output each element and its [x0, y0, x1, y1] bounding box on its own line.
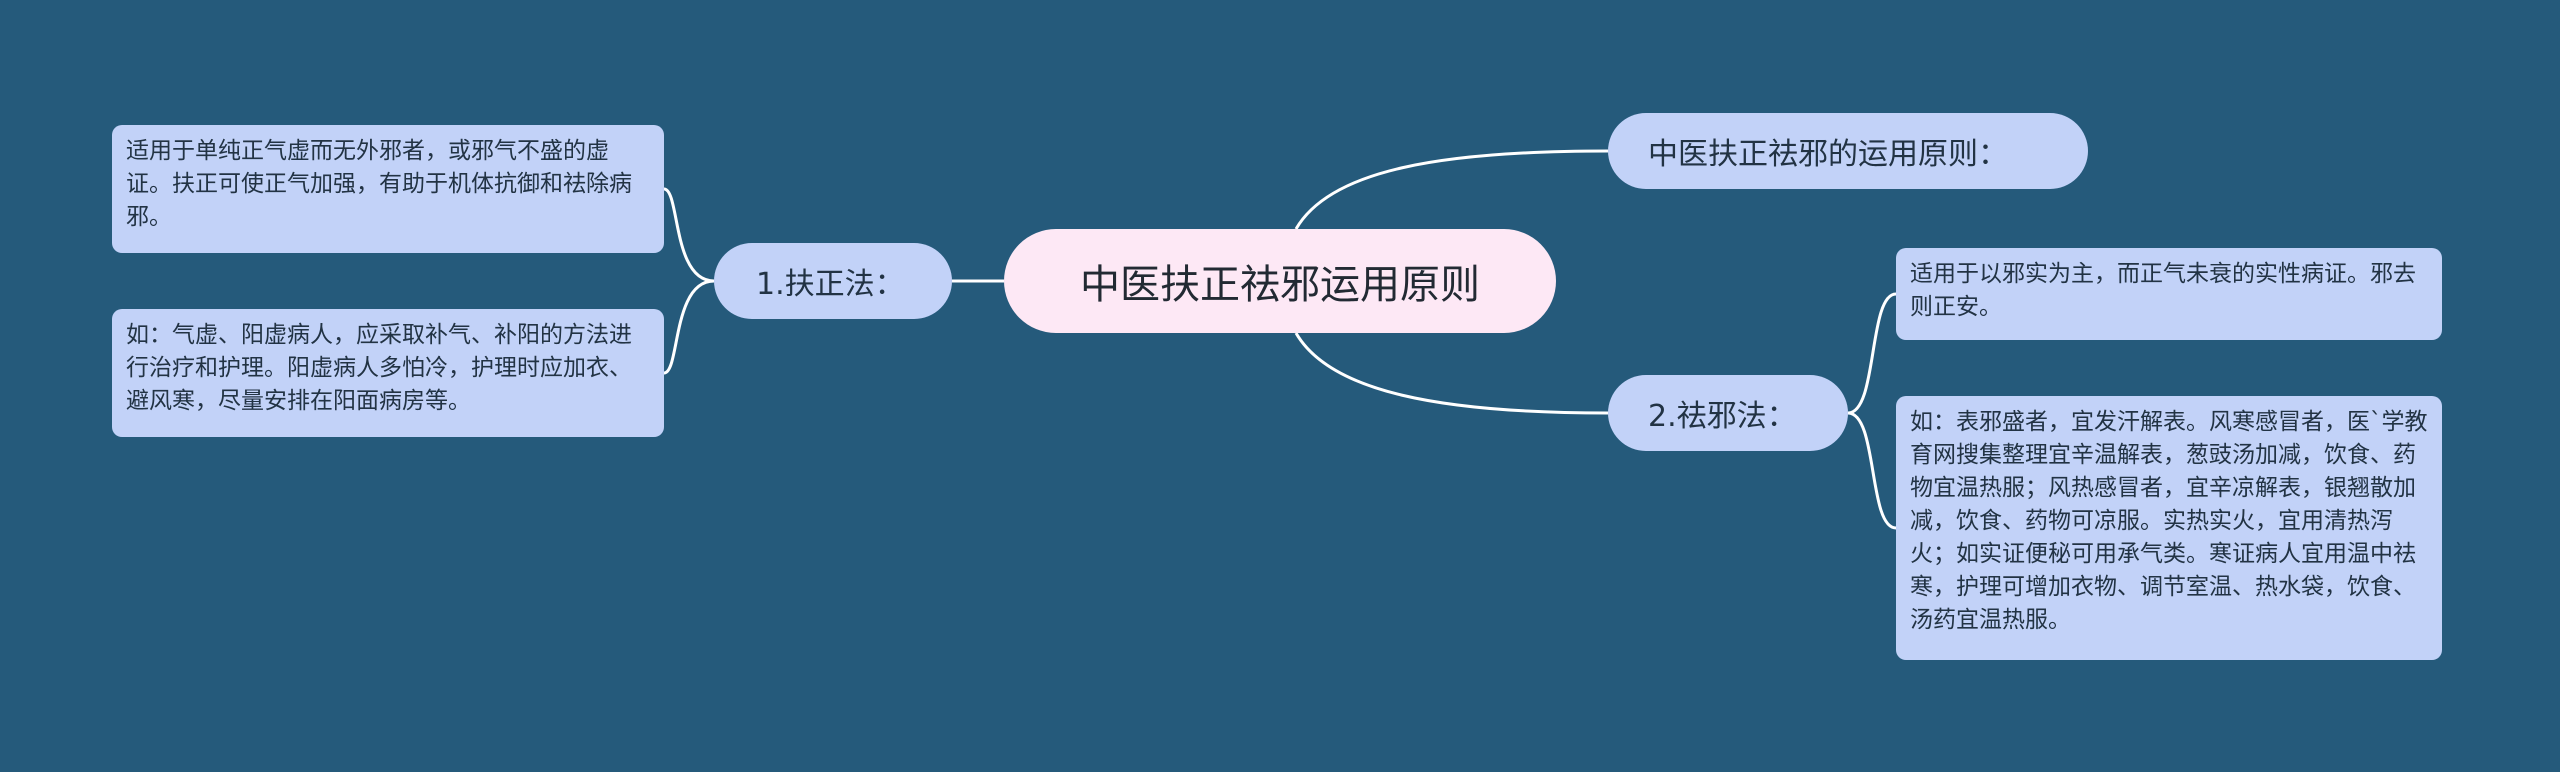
branch-quxie[interactable]: 2.祛邪法： — [1608, 375, 1848, 451]
branch-fuzheng[interactable]: 1.扶正法： — [714, 243, 952, 319]
branch-principles[interactable]: 中医扶正祛邪的运用原则： — [1608, 113, 2088, 189]
connector-root-to-principles — [1294, 149, 1609, 230]
leaf-quxie-example-text: 如：表邪盛者，宜发汗解表。风寒感冒者，医`学教育网搜集整理宜辛温解表，葱豉汤加减… — [1910, 409, 2428, 633]
leaf-fuzheng-indication-text: 适用于单纯正气虚而无外邪者，或邪气不盛的虚证。扶正可使正气加强，有助于机体抗御和… — [126, 138, 632, 230]
leaf-quxie-example[interactable]: 如：表邪盛者，宜发汗解表。风寒感冒者，医`学教育网搜集整理宜辛温解表，葱豉汤加减… — [1896, 396, 2442, 660]
connector-root-to-quxie — [1294, 332, 1609, 415]
connector-fuzheng-to-leaf2 — [663, 279, 715, 375]
root-topic[interactable]: 中医扶正祛邪运用原则 — [1004, 229, 1556, 333]
branch-principles-label: 中医扶正祛邪的运用原则： — [1648, 137, 2008, 172]
leaf-fuzheng-example-text: 如：气虚、阳虚病人，应采取补气、补阳的方法进行治疗和护理。阳虚病人多怕冷，护理时… — [126, 322, 632, 414]
leaf-fuzheng-example[interactable]: 如：气虚、阳虚病人，应采取补气、补阳的方法进行治疗和护理。阳虚病人多怕冷，护理时… — [112, 309, 664, 437]
branch-quxie-label: 2.祛邪法： — [1648, 399, 1797, 434]
connector-quxie-to-leaf4 — [1847, 411, 1897, 530]
root-topic-label: 中医扶正祛邪运用原则 — [1080, 262, 1480, 308]
leaf-quxie-indication[interactable]: 适用于以邪实为主，而正气未衰的实性病证。邪去则正安。 — [1896, 248, 2442, 340]
branch-fuzheng-label: 1.扶正法： — [756, 267, 905, 302]
connector-fuzheng-to-leaf1 — [663, 187, 715, 283]
leaf-fuzheng-indication[interactable]: 适用于单纯正气虚而无外邪者，或邪气不盛的虚证。扶正可使正气加强，有助于机体抗御和… — [112, 125, 664, 253]
leaf-quxie-indication-text: 适用于以邪实为主，而正气未衰的实性病证。邪去则正安。 — [1910, 261, 2416, 320]
connector-quxie-to-leaf3 — [1847, 292, 1897, 415]
